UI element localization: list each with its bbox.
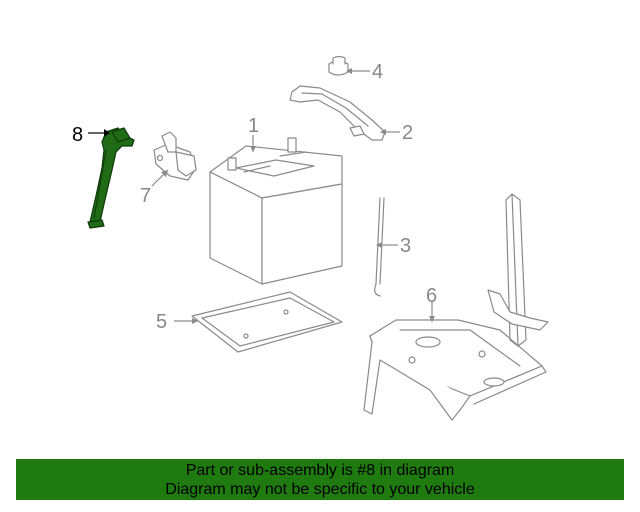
parts-diagram: 4 2 1 5 3 — [72, 55, 549, 421]
callout-2[interactable]: 2 — [402, 122, 413, 144]
callout-4[interactable]: 4 — [372, 61, 383, 83]
callout-6[interactable]: 6 — [426, 285, 437, 307]
part-3-rod[interactable] — [374, 197, 385, 297]
leader-arrowheads — [161, 68, 435, 324]
part-7-sensor[interactable] — [153, 131, 197, 181]
part-8-cable-highlighted[interactable] — [87, 127, 135, 229]
part-5-tray[interactable] — [191, 291, 343, 353]
part-1-battery[interactable] — [209, 137, 343, 285]
banner-line-1: Part or sub-assembly is #8 in diagram — [185, 462, 455, 479]
banner-line-2: Diagram may not be specific to your vehi… — [165, 481, 475, 498]
part-6-carrier[interactable] — [363, 193, 549, 421]
info-banner: Part or sub-assembly is #8 in diagram Di… — [16, 459, 624, 500]
part-2-hold-down-clamp[interactable] — [289, 85, 386, 141]
callout-8[interactable]: 8 — [72, 124, 83, 146]
callout-1[interactable]: 1 — [248, 115, 259, 137]
callout-5[interactable]: 5 — [156, 311, 167, 333]
callout-3[interactable]: 3 — [400, 235, 411, 257]
callout-7[interactable]: 7 — [140, 185, 151, 207]
part-4-nut[interactable] — [328, 55, 349, 76]
leader-8-arrowhead — [104, 129, 110, 137]
